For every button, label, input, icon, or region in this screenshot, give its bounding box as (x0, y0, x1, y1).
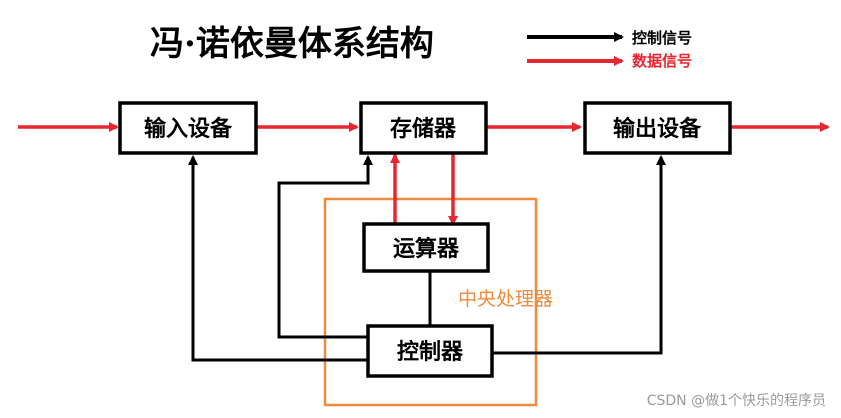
output-device-box: 输出设备 (583, 101, 732, 155)
memory-label: 存储器 (390, 116, 457, 142)
control-line-controller-memory (277, 155, 373, 339)
control-line-controller-input (188, 155, 368, 362)
controller-box: 控制器 (366, 324, 494, 378)
input-device-box: 输入设备 (118, 101, 258, 155)
alu-box: 运算器 (362, 222, 490, 273)
memory-box: 存储器 (359, 101, 488, 155)
watermark: CSDN @做1个快乐的程序员 (647, 393, 826, 409)
alu-label: 运算器 (393, 236, 460, 262)
control-line-controller-output (492, 155, 666, 355)
legend-data-label: 数据信号 (632, 52, 692, 70)
input-device-label: 输入设备 (144, 116, 233, 142)
diagram-title: 冯·诺依曼体系结构 (150, 24, 434, 64)
legend: 控制信号 数据信号 (527, 29, 692, 70)
cpu-label: 中央处理器 (458, 288, 553, 310)
controller-label: 控制器 (397, 339, 464, 365)
output-device-label: 输出设备 (613, 116, 702, 142)
legend-control-label: 控制信号 (632, 29, 692, 47)
cpu-region (323, 197, 538, 407)
